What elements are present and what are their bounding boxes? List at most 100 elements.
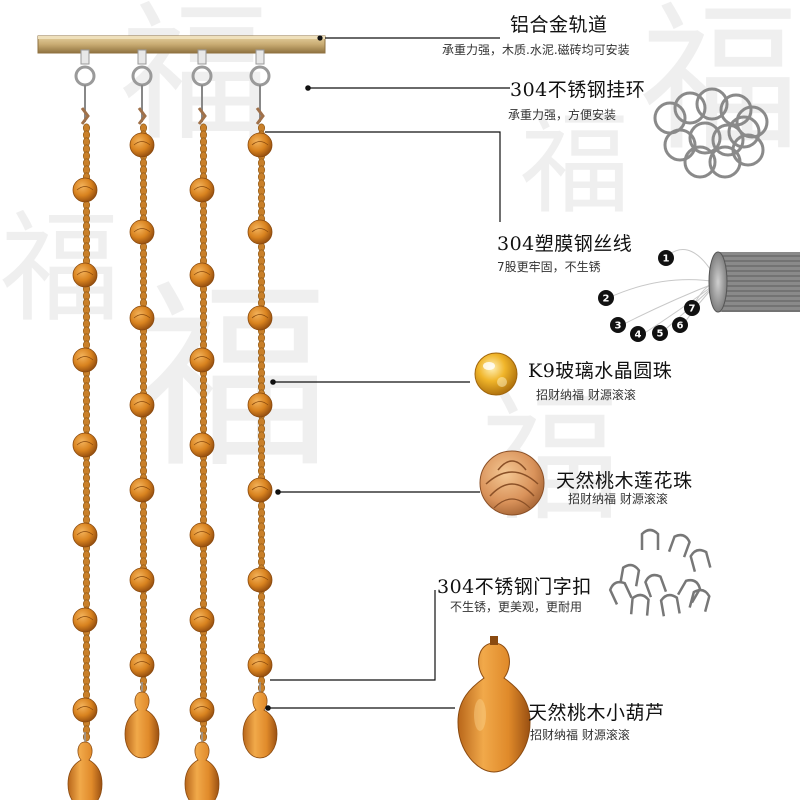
lotus-bead [72, 522, 98, 548]
bead-groove [76, 356, 94, 361]
door-buckle [667, 533, 691, 558]
strand-number-label: 6 [677, 321, 684, 332]
lotus-bead [129, 219, 155, 245]
small-gourd [67, 741, 103, 800]
lotus-bead [247, 392, 273, 418]
lotus-bead [247, 132, 273, 158]
wire-strand [619, 281, 719, 327]
strand-number-badge [684, 300, 700, 316]
steel-ring [695, 87, 729, 121]
door-buckle [659, 593, 681, 617]
callout-crystal-title: K9玻璃水晶圆珠 [528, 360, 673, 382]
lotus-bead [189, 347, 215, 373]
hanger-clip [80, 49, 90, 65]
lotus-bead [129, 305, 155, 331]
wire-spool-image [607, 249, 800, 337]
lotus-bead [72, 697, 98, 723]
strand-number-badge [658, 250, 674, 266]
hanging-ring [131, 65, 153, 87]
callout-crystal-sub: 招财纳福 财源滚滚 [536, 388, 636, 402]
bead-groove [133, 661, 151, 666]
callout-wire-sub: 7股更牢固，不生锈 [497, 260, 601, 274]
door-buckle [644, 573, 668, 598]
lotus-bead [247, 477, 273, 503]
lotus-bead [247, 652, 273, 678]
leader-wire [265, 131, 501, 222]
bead-groove [76, 441, 94, 446]
strand-number-label: 5 [657, 329, 664, 340]
bead-groove [251, 661, 269, 666]
steel-ring [727, 115, 761, 149]
lotus-bead [189, 177, 215, 203]
bead-groove [193, 616, 211, 621]
bead-groove [193, 531, 211, 536]
strand-number-label: 7 [689, 304, 696, 315]
leader-gourd-dot [265, 705, 271, 711]
lotus-bead [72, 177, 98, 203]
steel-ring [663, 128, 697, 162]
bead-groove [251, 576, 269, 581]
leader-lotus-dot [275, 489, 281, 495]
lotus-bead [247, 305, 273, 331]
bead-groove [193, 706, 211, 711]
bead-groove [133, 576, 151, 581]
door-buckle [640, 528, 660, 550]
steel-ring [688, 121, 722, 155]
bead-groove [193, 441, 211, 446]
hanger-clip [255, 49, 265, 65]
door-buckle [688, 588, 711, 613]
lotus-bead [189, 432, 215, 458]
steel-ring [708, 145, 742, 179]
small-gourd [184, 741, 220, 800]
lotus-bead [247, 219, 273, 245]
hanging-ring [74, 65, 96, 87]
leader-buckle [270, 590, 436, 681]
leader-rail-dot [317, 35, 323, 41]
callout-gourd-title: 天然桃木小葫芦 [528, 702, 665, 724]
callout-buckle-sub: 不生锈，更美观，更耐用 [450, 600, 583, 614]
bead-groove [76, 531, 94, 536]
crimp [137, 107, 147, 125]
wire-strand [607, 279, 719, 299]
callout-ring-sub: 承重力强，方便安装 [508, 108, 617, 122]
lotus-bead-image [479, 450, 545, 516]
lotus-bead [189, 522, 215, 548]
bead-strands [67, 49, 278, 800]
lotus-bead [72, 347, 98, 373]
bead-groove [251, 141, 269, 146]
callout-lotus-title: 天然桃木莲花珠 [556, 470, 693, 492]
callout-lotus-sub: 招财纳福 财源滚滚 [568, 492, 668, 506]
strand-number-badge [652, 325, 668, 341]
hanging-ring [249, 65, 271, 87]
leader-ring-dot [305, 85, 311, 91]
bead-groove [133, 141, 151, 146]
callout-rail: 铝合金轨道 [510, 10, 608, 37]
bead-strand [242, 49, 278, 759]
bead-groove [251, 314, 269, 319]
lotus-bead [189, 607, 215, 633]
callout-rail-title: 铝合金轨道 [510, 14, 608, 36]
lotus-bead [129, 392, 155, 418]
bead-groove [76, 706, 94, 711]
bead-groove [251, 228, 269, 233]
strand-number-label: 4 [635, 330, 642, 341]
hanger-clip [137, 49, 147, 65]
lotus-bead [189, 697, 215, 723]
door-buckles-image [608, 528, 712, 617]
callout-buckle-title: 304不锈钢门字扣 [437, 576, 592, 598]
door-buckle [608, 580, 633, 605]
bead-groove [251, 401, 269, 406]
lotus-bead [72, 607, 98, 633]
bead-strand [124, 49, 160, 759]
callout-ring-title: 304不锈钢挂环 [510, 79, 646, 101]
bead-groove [251, 486, 269, 491]
bead-strand [67, 49, 103, 800]
strand-number-label: 2 [603, 294, 610, 305]
strand-number-badge [672, 317, 688, 333]
lotus-bead [189, 262, 215, 288]
bead-groove [193, 271, 211, 276]
crimp [255, 107, 265, 125]
